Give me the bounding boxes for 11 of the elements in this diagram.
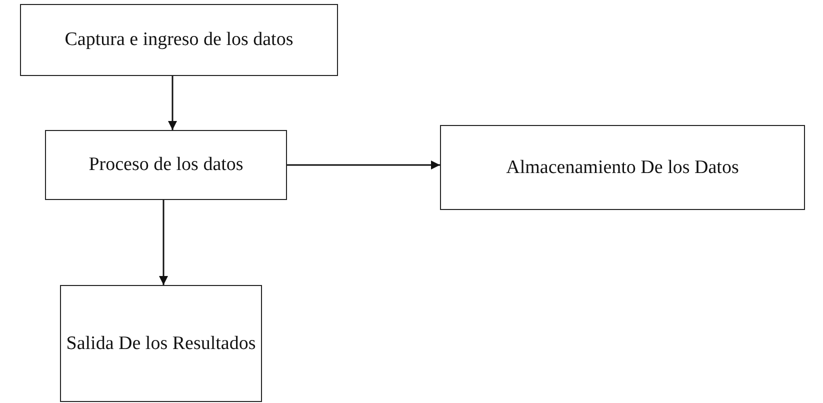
box-label: Almacenamiento De los Datos [506,156,739,180]
process-box [45,130,287,200]
arrow [168,76,177,130]
box-label: Salida De los Resultados [66,332,256,356]
process-box [440,125,805,210]
process-box [20,4,338,76]
box-label: Proceso de los datos [88,153,244,178]
box-label: Captura e ingreso de los datos [64,28,294,52]
process-box [60,285,262,402]
arrow [287,160,440,170]
arrow [159,200,168,285]
